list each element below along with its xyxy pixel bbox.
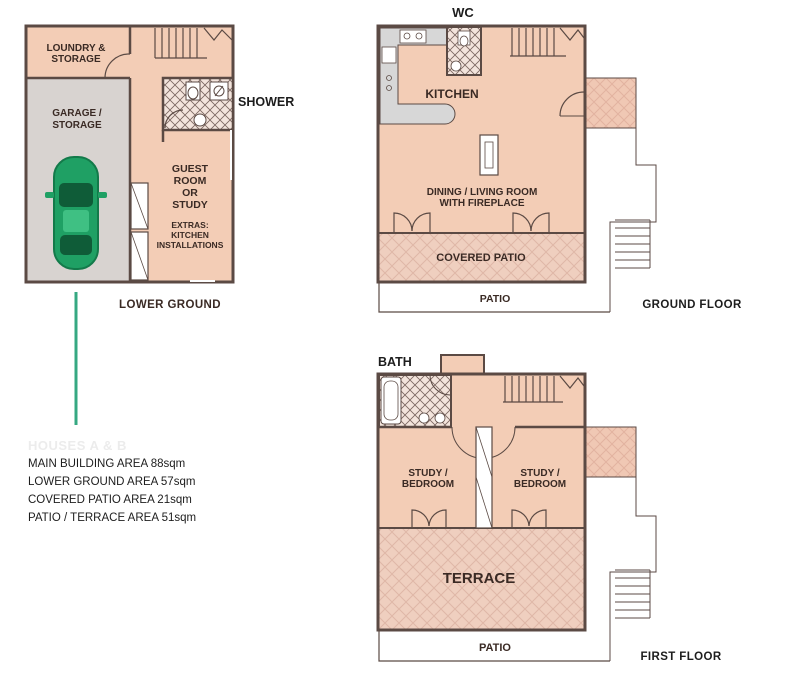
guest-room-label-line3: OR xyxy=(182,187,198,199)
ground-floor-title: GROUND FLOOR xyxy=(642,299,742,311)
guest-room-label-line2: ROOM xyxy=(174,175,207,187)
covered-patio-label: COVERED PATIO xyxy=(436,252,526,264)
area-line-patio-terrace: PATIO / TERRACE AREA 51sqm xyxy=(28,512,197,524)
area-line-lower-ground: LOWER GROUND AREA 57sqm xyxy=(28,476,196,488)
shower-label: SHOWER xyxy=(238,95,294,109)
area-summary-header: HOUSES A & B xyxy=(28,438,127,453)
area-summary: HOUSES A & B MAIN BUILDING AREA 88sqm LO… xyxy=(28,437,288,527)
garage-label: GARAGE / xyxy=(52,108,102,119)
study-bedroom-2-label: STUDY / xyxy=(520,468,559,479)
lower-ground-title: LOWER GROUND xyxy=(119,299,221,311)
kitchen-label: KITCHEN xyxy=(425,87,478,101)
dining-living-label-line2: WITH FIREPLACE xyxy=(440,198,525,209)
lower-ground-plan: LOWER GROUND LOUNDRY & STORAGE GARAGE / … xyxy=(24,24,294,425)
guest-room-label: GUEST xyxy=(172,163,209,175)
wc-label: WC xyxy=(452,5,474,20)
study-bedroom-2-label-line2: BEDROOM xyxy=(514,479,566,490)
bath-label: BATH xyxy=(378,355,412,369)
car-icon xyxy=(45,156,107,270)
laundry-label: LOUNDRY & xyxy=(47,43,106,54)
first-floor-plan: FIRST FLOOR BATH STUDY / BEDROOM STUDY /… xyxy=(376,354,721,663)
laundry-label-line2: STORAGE xyxy=(51,54,101,65)
area-line-covered-patio: COVERED PATIO AREA 21sqm xyxy=(28,494,192,506)
area-line-main-building: MAIN BUILDING AREA 88sqm xyxy=(28,458,186,470)
guest-room-label-line4: STUDY xyxy=(172,199,208,211)
terrace-label: TERRACE xyxy=(443,570,516,587)
study-bedroom-1-label: STUDY / xyxy=(408,468,447,479)
ground-floor-plan: GROUND FLOOR WC KITCHEN DINING / LIVING … xyxy=(376,5,742,313)
extras-label-line3: INSTALLATIONS xyxy=(157,240,224,250)
ground-patio-label: PATIO xyxy=(480,293,511,305)
extras-label-line2: KITCHEN xyxy=(171,230,209,240)
extras-label: EXTRAS: xyxy=(171,220,208,230)
first-floor-patio-label: PATIO xyxy=(479,642,511,654)
dining-living-label: DINING / LIVING ROOM xyxy=(427,187,538,198)
garage-label-line2: STORAGE xyxy=(52,120,102,131)
study-bedroom-1-label-line2: BEDROOM xyxy=(402,479,454,490)
first-floor-title: FIRST FLOOR xyxy=(640,651,721,663)
